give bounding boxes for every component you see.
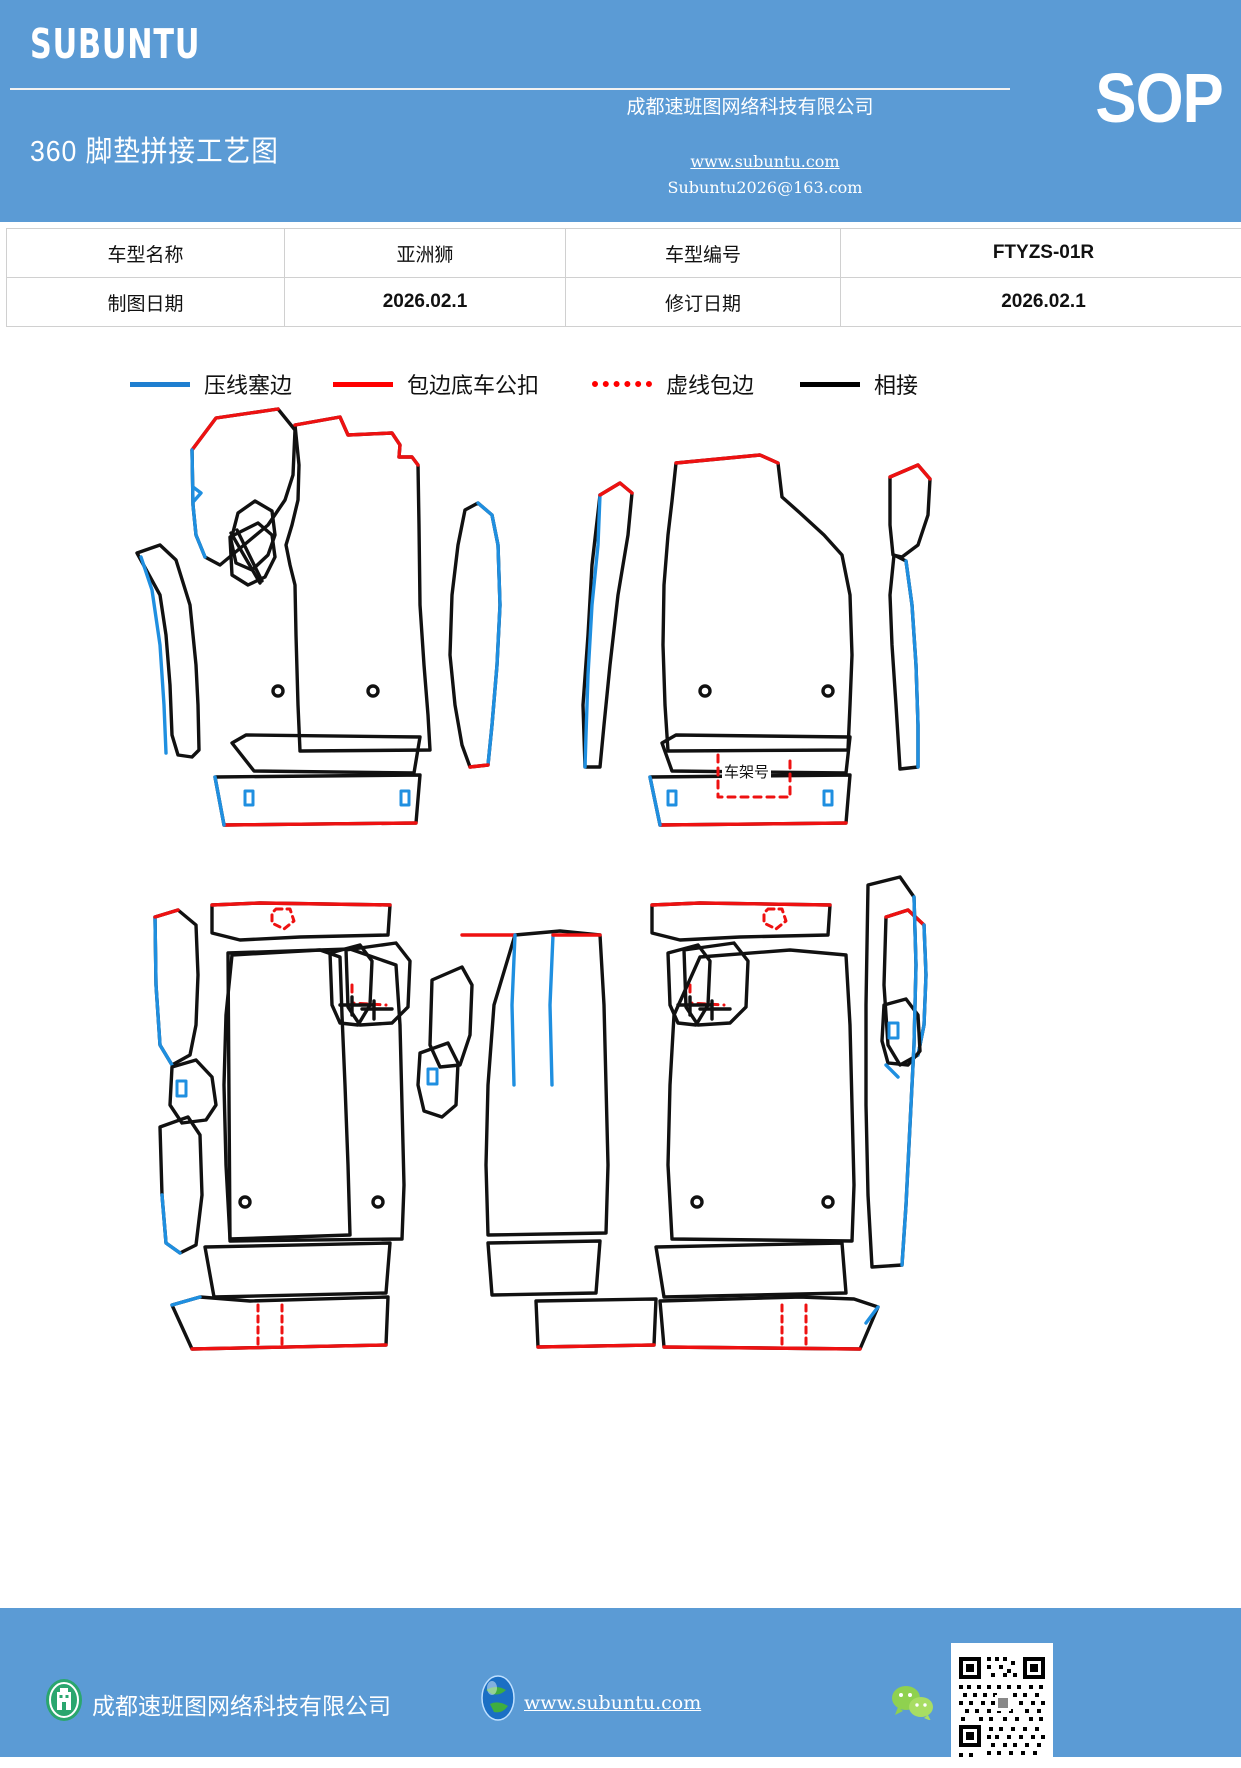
legend: 压线塞边 包边底车公扣 虚线包边 相接 xyxy=(0,360,1241,410)
mat-piece-lower-strip-a xyxy=(232,735,420,773)
brand-logo-text: SUBUNTU xyxy=(30,20,200,68)
mat-piece-rear-right-outer xyxy=(866,877,916,1267)
mat-piece-passenger-left-sliver xyxy=(583,483,632,767)
cell-draw-date-value: 2026.02.1 xyxy=(285,278,566,327)
wechat-icon xyxy=(890,1684,936,1720)
legend-item-1: 包边底车公扣 xyxy=(333,368,539,400)
mat-piece-passenger-main xyxy=(663,455,852,751)
mat-piece-rear-left-strip-bottom xyxy=(172,1297,388,1349)
legend-swatch-red-dotted-icon xyxy=(592,381,652,387)
mat-piece-rear-center-strip xyxy=(488,1241,600,1295)
vehicle-info-table: 车型名称 亚洲狮 车型编号 FTYZS-01R 制图日期 2026.02.1 修… xyxy=(6,228,1241,327)
header-email: Subuntu2026@163.com xyxy=(620,178,910,197)
mat-piece-rear-center-strip-bottom xyxy=(536,1299,656,1347)
legend-swatch-blue-line-icon xyxy=(130,382,190,387)
legend-swatch-red-line-icon xyxy=(333,382,393,387)
cell-model-code-value: FTYZS-01R xyxy=(841,229,1241,278)
vin-annotation: 车架号 xyxy=(722,761,771,782)
header-company-name: 成都速班图网络科技有限公司 xyxy=(600,92,900,119)
mat-piece-rear-left-strip-low xyxy=(205,1243,390,1297)
mat-piece-right-flank-top xyxy=(450,503,500,767)
legend-label: 相接 xyxy=(874,368,918,400)
header-divider xyxy=(10,88,1010,90)
mat-piece-inner-tongue xyxy=(230,501,275,585)
footer-website-link[interactable]: www.subuntu.com xyxy=(524,1692,701,1714)
mat-piece-lower-strip-b xyxy=(215,775,420,825)
page-header: SUBUNTU 360 脚垫拼接工艺图 SOP 成都速班图网络科技有限公司 ww… xyxy=(0,0,1241,222)
mat-piece-left-sliver xyxy=(137,545,199,757)
cell-draw-date-label: 制图日期 xyxy=(7,278,285,327)
legend-swatch-black-line-icon xyxy=(800,382,860,387)
header-website-link[interactable]: www.subuntu.com xyxy=(640,152,890,171)
mat-piece-rear-right-main xyxy=(668,950,854,1241)
legend-item-0: 压线塞边 xyxy=(130,368,292,400)
legend-label: 虚线包边 xyxy=(666,368,754,400)
cell-model-name-value: 亚洲狮 xyxy=(285,229,566,278)
page-footer xyxy=(0,1605,1241,1757)
mat-piece-rear-left-mid-flap xyxy=(170,1060,216,1123)
mat-technical-drawing: 车架号 xyxy=(0,405,1241,1440)
legend-item-3: 相接 xyxy=(800,368,918,400)
qr-code xyxy=(951,1643,1053,1763)
legend-item-2: 虚线包边 xyxy=(592,368,754,400)
mat-piece-rear-center-clip xyxy=(418,1043,458,1117)
mat-piece-passenger-right-flank xyxy=(890,465,930,769)
mat-piece-rear-right-strip-bottom xyxy=(660,1297,878,1349)
building-icon xyxy=(44,1678,84,1722)
sop-badge: SOP xyxy=(1096,58,1223,138)
mat-piece-rear-right-upper-strip xyxy=(652,903,830,940)
cell-model-name-label: 车型名称 xyxy=(7,229,285,278)
cell-revise-date-label: 修订日期 xyxy=(566,278,841,327)
cell-revise-date-value: 2026.02.1 xyxy=(841,278,1241,327)
legend-label: 包边底车公扣 xyxy=(407,368,539,400)
mat-piece-rear-right-strip-low xyxy=(656,1243,846,1297)
globe-icon xyxy=(476,1674,520,1722)
mat-piece-rear-left-lower-sliver xyxy=(160,1117,202,1253)
mat-piece-rear-left-sliver xyxy=(155,910,198,1065)
mat-piece-rear-center-main xyxy=(462,931,608,1235)
footer-company-name: 成都速班图网络科技有限公司 xyxy=(92,1687,391,1721)
cell-model-code-label: 车型编号 xyxy=(566,229,841,278)
legend-label: 压线塞边 xyxy=(204,368,292,400)
mat-piece-rear-left-upper-strip xyxy=(212,903,390,940)
mat-piece-driver-main xyxy=(273,417,430,751)
table-row: 车型名称 亚洲狮 车型编号 FTYZS-01R xyxy=(7,229,1241,278)
mat-piece-rear-left-main xyxy=(224,949,404,1241)
page-title: 360 脚垫拼接工艺图 xyxy=(30,128,279,170)
mat-drawing-svg xyxy=(0,405,1241,1440)
table-row: 制图日期 2026.02.1 修订日期 2026.02.1 xyxy=(7,278,1241,327)
